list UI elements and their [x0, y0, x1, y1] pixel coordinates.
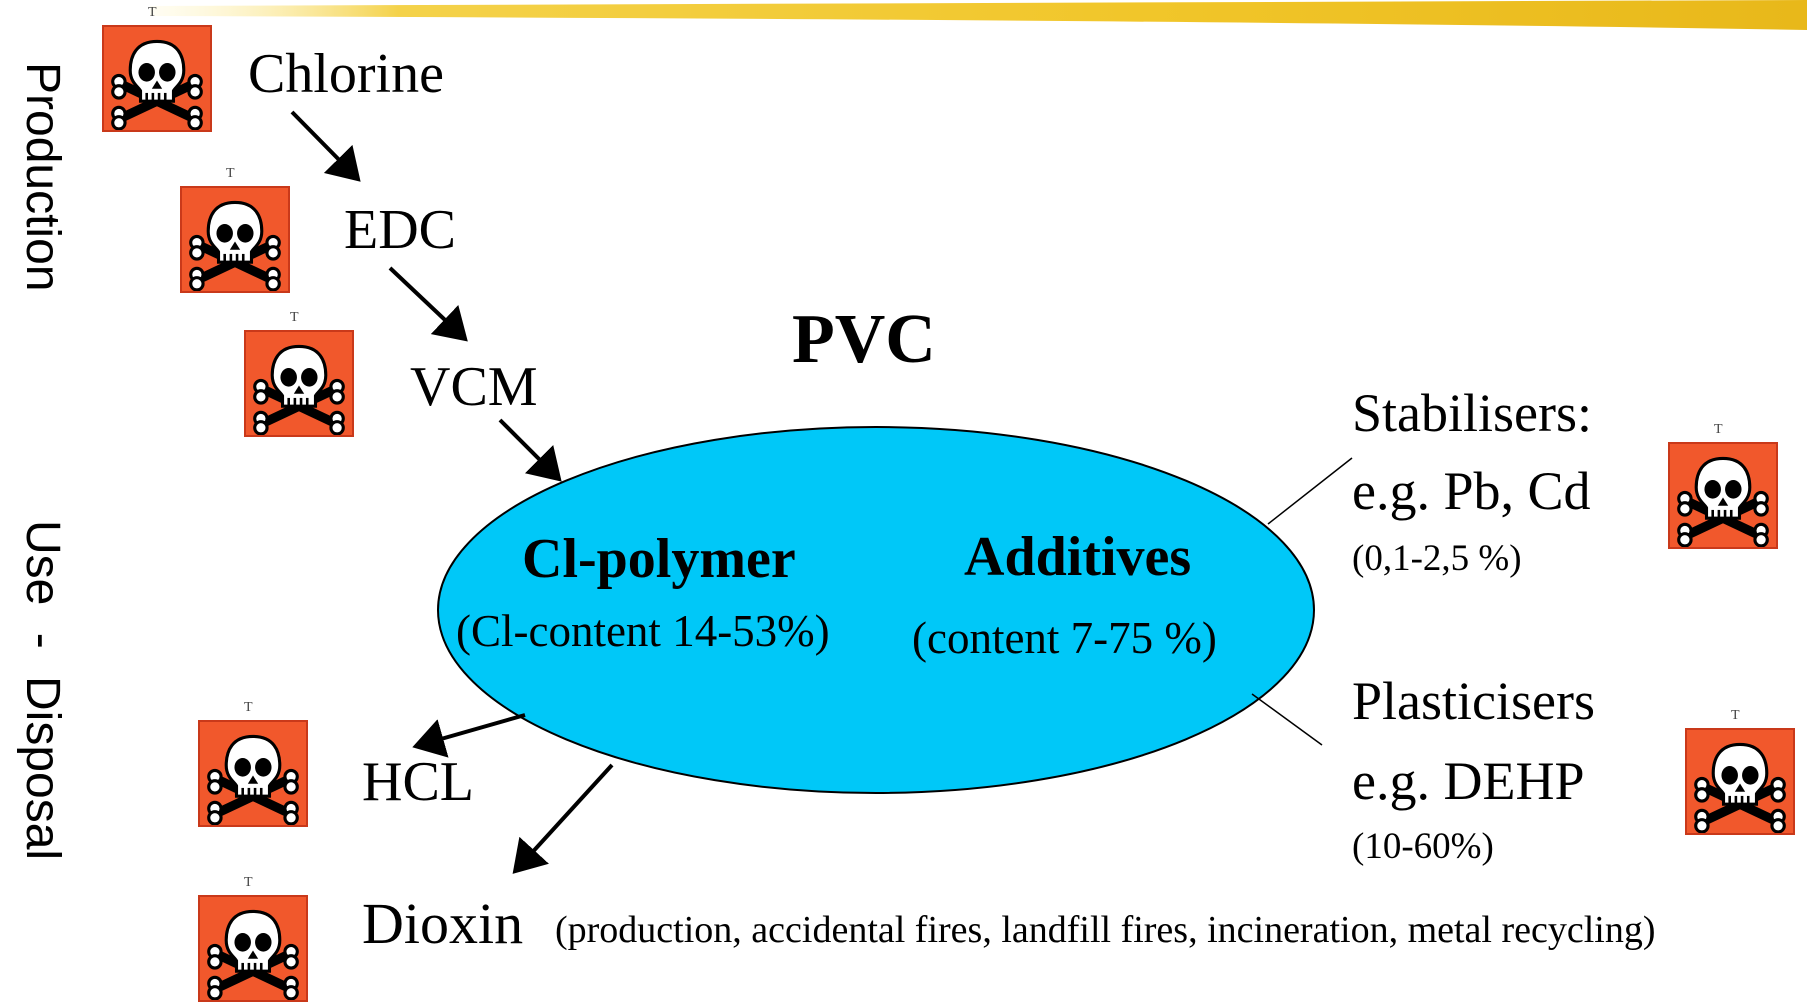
- hazard-t-mark: T: [1731, 708, 1740, 723]
- hcl-label: HCL: [362, 751, 474, 813]
- arrow-vcm-to-pvc: [498, 418, 562, 482]
- hazard-chlorine: T: [102, 5, 212, 132]
- toxic-skull-icon: [180, 186, 290, 293]
- dioxin-label: Dioxin: [362, 891, 524, 956]
- stabilisers-example: e.g. Pb, Cd: [1352, 461, 1591, 521]
- toxic-skull-icon: [198, 720, 308, 827]
- plasticisers-example: e.g. DEHP: [1352, 751, 1585, 811]
- cl-content-label: (Cl-content 14-53%): [456, 606, 830, 656]
- hazard-t-mark: T: [226, 166, 235, 181]
- hazard-plasticisers: T: [1685, 708, 1795, 835]
- stabilisers-title: Stabilisers:: [1352, 383, 1592, 443]
- cl-polymer-label: Cl-polymer: [522, 528, 796, 590]
- hazard-t-mark: T: [244, 700, 253, 715]
- stabilisers-range: (0,1-2,5 %): [1352, 538, 1522, 579]
- dioxin-sources-label: (production, accidental fires, landfill …: [555, 909, 1656, 951]
- plasticisers-range: (10-60%): [1352, 826, 1494, 867]
- additives-label: Additives: [964, 526, 1192, 588]
- hazard-hcl: T: [198, 700, 308, 827]
- pvc-ellipse: [437, 426, 1315, 794]
- vcm-label: VCM: [410, 356, 538, 418]
- arrow-chlorine-to-edc: [290, 110, 361, 182]
- additives-content-label: (content 7-75 %): [912, 613, 1217, 663]
- arrow-pvc-to-dioxin: [512, 763, 614, 874]
- toxic-skull-icon: [1685, 728, 1795, 835]
- hazard-vcm: T: [244, 310, 354, 437]
- toxic-skull-icon: [1668, 442, 1778, 549]
- pvc-title: PVC: [792, 301, 936, 378]
- hazard-t-mark: T: [244, 875, 253, 890]
- chlorine-label: Chlorine: [248, 43, 444, 105]
- hazard-t-mark: T: [148, 5, 157, 20]
- plasticisers-title: Plasticisers: [1352, 671, 1595, 731]
- hazard-t-mark: T: [1714, 422, 1723, 437]
- hazard-edc: T: [180, 166, 290, 293]
- hazard-dioxin: T: [198, 875, 308, 1002]
- arrow-edc-to-vcm: [388, 266, 468, 342]
- arrow-pvc-to-hcl: [412, 713, 526, 758]
- connector-plasticisers: [1251, 693, 1323, 746]
- connector-stabilisers: [1267, 457, 1353, 525]
- hazard-t-mark: T: [290, 310, 299, 325]
- hazard-stabilisers: T: [1668, 422, 1778, 549]
- edc-label: EDC: [344, 199, 456, 261]
- toxic-skull-icon: [102, 25, 212, 132]
- toxic-skull-icon: [244, 330, 354, 437]
- toxic-skull-icon: [198, 895, 308, 1002]
- top-decorative-stripe: [150, 0, 1807, 30]
